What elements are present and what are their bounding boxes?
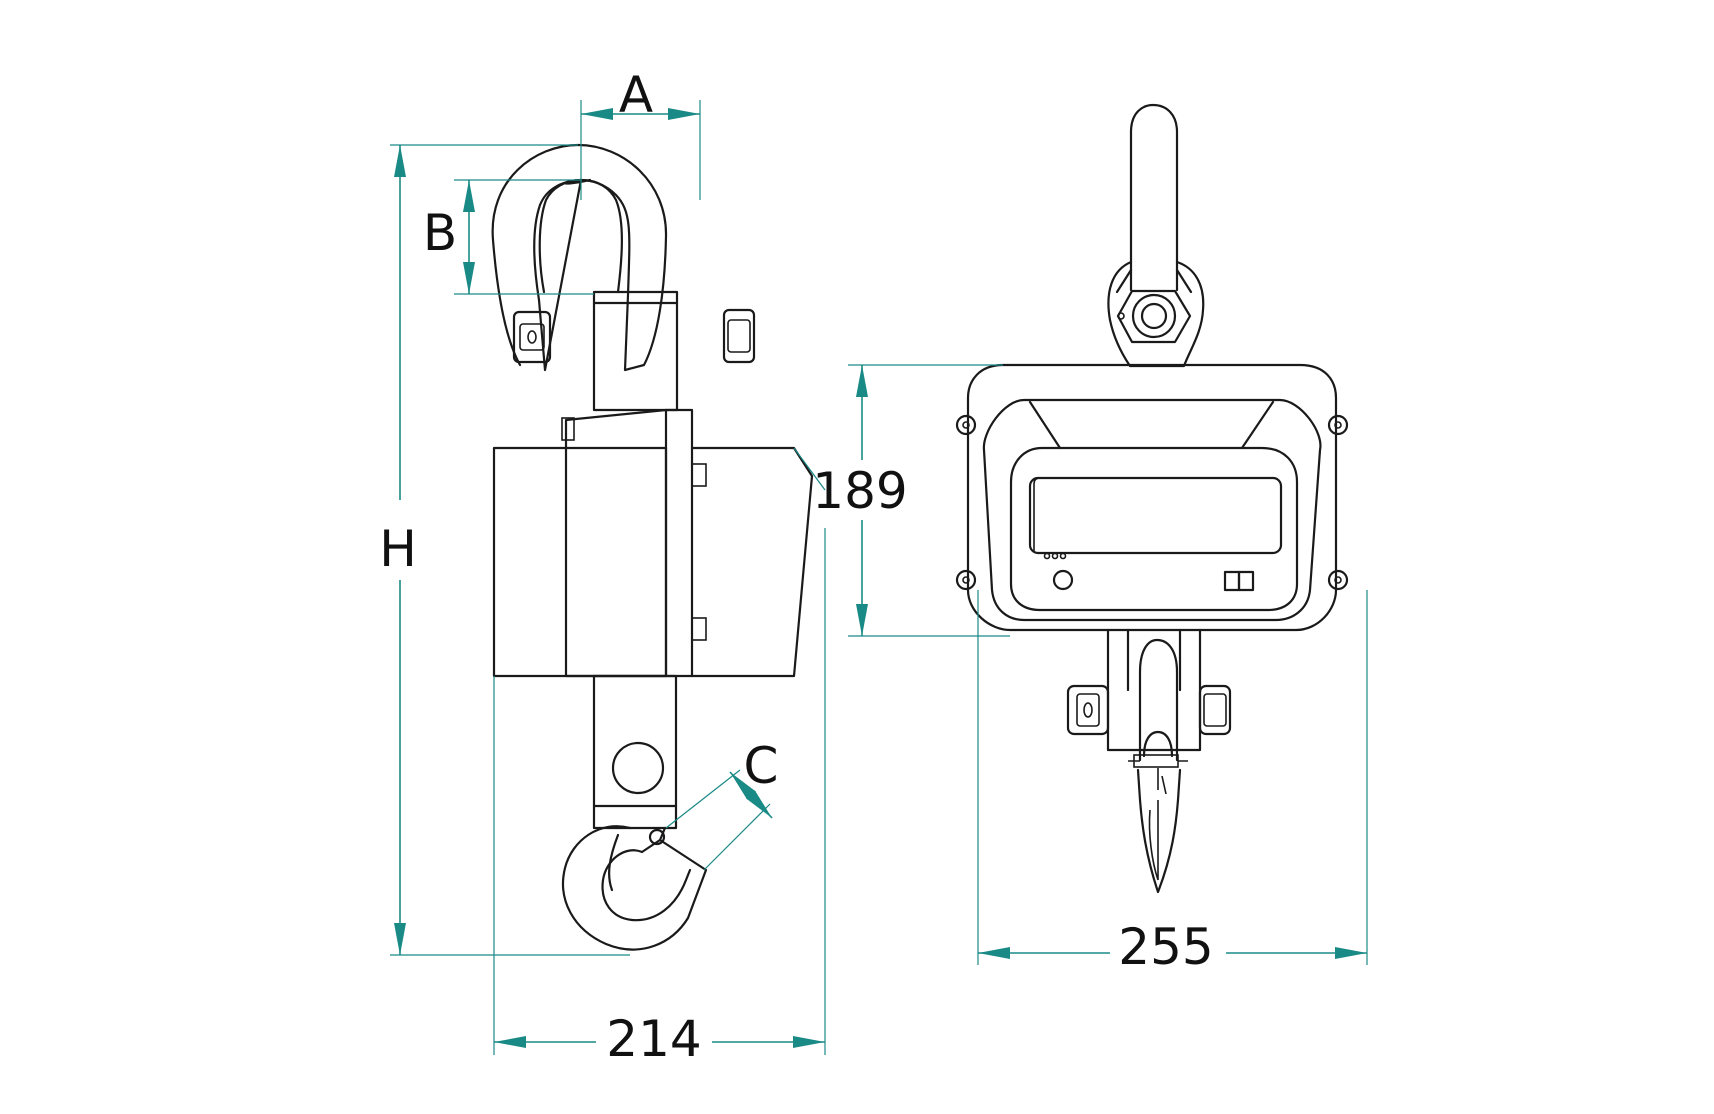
side-housing-front — [492, 446, 668, 678]
dim-h-arrow-bottom — [394, 923, 406, 955]
side-lower-block — [592, 674, 678, 830]
front-hook-latch-wire — [1157, 768, 1167, 795]
dim-255-arrow-right — [1335, 947, 1367, 959]
dim-214-leader — [793, 447, 826, 491]
front-led-3 — [1059, 552, 1067, 560]
dim-214-arrow-right — [793, 1036, 825, 1048]
side-hook — [561, 825, 708, 951]
front-bezel — [982, 398, 1322, 622]
side-housing-back — [690, 446, 814, 678]
front-nut-mark — [1117, 312, 1125, 320]
front-lower-bolt-right — [1198, 684, 1232, 736]
side-view — [491, 143, 814, 951]
dim-label-a: A — [619, 66, 653, 124]
front-led-1 — [1043, 552, 1051, 560]
dim-a-arrow-left — [581, 108, 613, 120]
dim-c-ext-1 — [665, 769, 741, 829]
front-hex-nut — [1116, 289, 1192, 344]
front-lower-bolt-left-head — [1076, 693, 1100, 727]
side-tab — [561, 417, 575, 441]
front-lower-bolt-right-head — [1203, 693, 1227, 727]
dim-b-arrow-top — [463, 180, 475, 212]
dim-h-arrow-top — [394, 145, 406, 177]
front-hook-link-inner — [1142, 730, 1174, 758]
side-neck — [592, 290, 679, 412]
front-bezel-corners — [1028, 400, 1275, 450]
dim-b-arrow-bottom — [463, 262, 475, 294]
side-lower-pin — [611, 741, 665, 795]
dim-a-arrow-right — [668, 108, 700, 120]
front-lower-bolt-left-hole — [1083, 702, 1093, 718]
front-housing — [966, 363, 1338, 632]
dim-c-ext-2 — [703, 803, 771, 871]
front-button-right — [1237, 570, 1255, 592]
side-bolt-left-head — [519, 323, 545, 351]
front-clevis-inner — [1126, 628, 1182, 692]
side-bolt-left — [512, 310, 552, 364]
dim-label-c: C — [744, 737, 779, 795]
front-power-indicator — [1052, 569, 1074, 591]
dim-214-arrow-left — [494, 1036, 526, 1048]
dimension-lines — [390, 100, 1368, 1055]
dim-c-arrow-1 — [730, 772, 757, 800]
side-bolt-left-hole — [527, 330, 537, 344]
dim-189-arrow-bottom — [856, 604, 868, 636]
front-nut-hole — [1140, 302, 1168, 330]
side-shackle-inner-left — [538, 178, 583, 294]
dim-label-width: 255 — [1118, 918, 1213, 976]
dim-label-h: H — [379, 520, 417, 578]
front-lcd — [1028, 476, 1283, 555]
side-shackle — [491, 143, 668, 372]
side-shackle-inner-right — [579, 178, 623, 294]
front-hook-link — [1138, 638, 1179, 762]
dim-label-depth: 214 — [606, 1010, 701, 1068]
front-display-frame — [1009, 446, 1299, 612]
front-corner-screws — [955, 414, 1349, 591]
side-bolt-right-head — [727, 319, 751, 353]
front-lcd-edge — [1033, 477, 1041, 552]
dim-255-arrow-left — [978, 947, 1010, 959]
front-button-left — [1223, 570, 1241, 592]
front-led-2 — [1051, 552, 1059, 560]
front-hook-shank-detail — [1148, 800, 1159, 881]
front-top-eye-edges — [1115, 268, 1193, 294]
front-top-link — [1129, 103, 1179, 292]
front-view — [955, 103, 1349, 894]
side-housing-bracket — [564, 408, 694, 678]
front-hook-shank — [1136, 768, 1182, 894]
side-screw-top — [691, 463, 707, 487]
dim-c-arrow-2 — [745, 790, 772, 818]
side-hook-inner — [608, 833, 620, 892]
dim-189-arrow-top — [856, 365, 868, 397]
front-nut-washer — [1131, 293, 1177, 339]
dim-label-height: 189 — [812, 462, 907, 520]
dim-label-b: B — [423, 204, 457, 262]
front-lower-bolt-left — [1066, 684, 1110, 736]
side-bolt-right — [722, 308, 756, 364]
side-hook-latch-pin — [648, 828, 666, 846]
side-screw-bottom — [691, 617, 707, 641]
